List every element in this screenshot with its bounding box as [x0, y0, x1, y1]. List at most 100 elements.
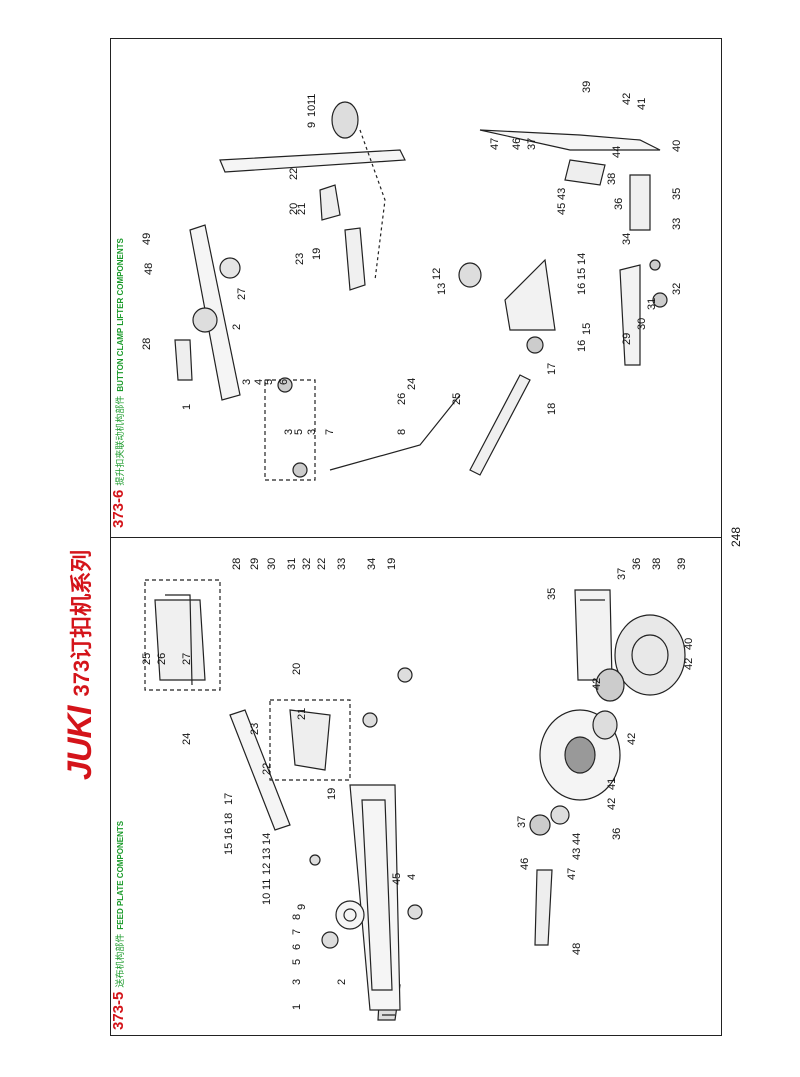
callout-number: 39	[676, 558, 688, 570]
collar-part	[526, 336, 544, 354]
callout-number: 34	[621, 233, 633, 245]
screw-part	[362, 712, 378, 728]
callout-number: 11	[306, 94, 318, 105]
bushing-part	[219, 257, 241, 279]
callout-number: 26	[156, 653, 168, 665]
callout-number: 30	[636, 318, 648, 330]
callout-number: 1	[291, 1004, 303, 1010]
callout-number: 13	[261, 848, 273, 860]
pin-part	[174, 339, 193, 381]
screw-part	[550, 805, 570, 825]
callout-number: 3	[306, 429, 318, 435]
callout-number: 3	[291, 979, 303, 985]
screw-part	[321, 931, 339, 949]
callout-number: 42	[606, 798, 618, 810]
joint-part	[649, 259, 661, 271]
callout-number: 7	[324, 429, 336, 435]
callout-number: 17	[223, 793, 235, 805]
callout-number: 3	[241, 379, 253, 385]
callout-number: 32	[301, 558, 313, 570]
section-divider	[110, 537, 722, 538]
callout-number: 28	[141, 338, 153, 350]
feed-plate-diagram	[144, 579, 686, 1021]
lever-part	[219, 149, 406, 173]
callout-number: 19	[386, 558, 398, 570]
frame-arm-part	[479, 129, 661, 151]
callout-number: 36	[613, 198, 625, 210]
callout-number: 15	[576, 268, 588, 280]
callout-number: 5	[291, 959, 303, 965]
callout-number: 28	[231, 558, 243, 570]
callout-number: 25	[141, 653, 153, 665]
adjuster-box	[269, 699, 351, 781]
callout-number: 31	[286, 558, 298, 570]
callout-number: 47	[489, 138, 501, 150]
callout-number: 45	[556, 203, 568, 215]
callout-number: 19	[326, 788, 338, 800]
feed-bar-inner	[361, 799, 393, 991]
callout-number: 31	[646, 298, 658, 310]
callout-number: 41	[606, 778, 618, 790]
callout-number: 33	[336, 558, 348, 570]
lever-part	[229, 709, 291, 831]
gear-part	[595, 668, 625, 702]
callout-number: 35	[546, 588, 558, 600]
adjuster-part	[289, 709, 331, 771]
callout-number: 46	[519, 858, 531, 870]
hanger-part	[629, 174, 651, 231]
callout-number: 6	[278, 379, 290, 385]
callout-number: 48	[143, 263, 155, 275]
callout-number: 47	[566, 868, 578, 880]
callout-number: 42	[591, 678, 603, 690]
button-clamp-lifter-diagram	[174, 101, 668, 481]
long-rod-part	[469, 374, 531, 476]
link-bar-part	[534, 869, 553, 946]
washer-part	[292, 462, 308, 478]
bushing-part	[192, 307, 218, 333]
screw-part	[407, 904, 423, 920]
callout-number: 2	[336, 979, 348, 985]
callout-number: 36	[631, 558, 643, 570]
callout-number: 37	[616, 568, 628, 580]
angle-bracket-part	[154, 599, 206, 681]
bracket-box	[144, 579, 221, 691]
callout-number: 18	[223, 813, 235, 825]
callout-number: 22	[261, 763, 273, 775]
callout-number: 49	[141, 233, 153, 245]
sector-part	[344, 227, 366, 291]
callout-number: 40	[671, 140, 683, 152]
callout-number: 10	[261, 893, 273, 905]
callout-number: 14	[261, 833, 273, 845]
gear-part	[592, 710, 618, 740]
callout-number: 39	[581, 81, 593, 93]
callout-number: 25	[451, 393, 463, 405]
callout-number: 36	[611, 828, 623, 840]
screw-part	[397, 667, 413, 683]
callout-number: 11	[261, 879, 273, 890]
callout-number: 29	[621, 333, 633, 345]
callout-number: 43	[556, 188, 568, 200]
callout-number: 48	[571, 943, 583, 955]
callout-number: 38	[606, 173, 618, 185]
callout-number: 29	[249, 558, 261, 570]
callout-number: 44	[611, 146, 623, 158]
callout-number: 18	[546, 403, 558, 415]
callout-number: 8	[396, 429, 408, 435]
callout-number: 42	[626, 733, 638, 745]
shaft-part	[574, 589, 613, 681]
callout-number: 46	[511, 138, 523, 150]
angle-bracket-edge	[165, 594, 193, 686]
callout-number: 32	[671, 283, 683, 295]
callout-number: 24	[181, 733, 193, 745]
callout-number: 37	[526, 138, 538, 150]
callout-number: 15	[581, 323, 593, 335]
callout-number: 9	[306, 122, 318, 128]
callout-number: 38	[651, 558, 663, 570]
rod-part	[619, 264, 641, 366]
clamp-lever-part	[504, 258, 556, 331]
callout-number: 4	[253, 379, 265, 385]
callout-number: 22	[288, 168, 300, 180]
callout-number: 27	[181, 653, 193, 665]
